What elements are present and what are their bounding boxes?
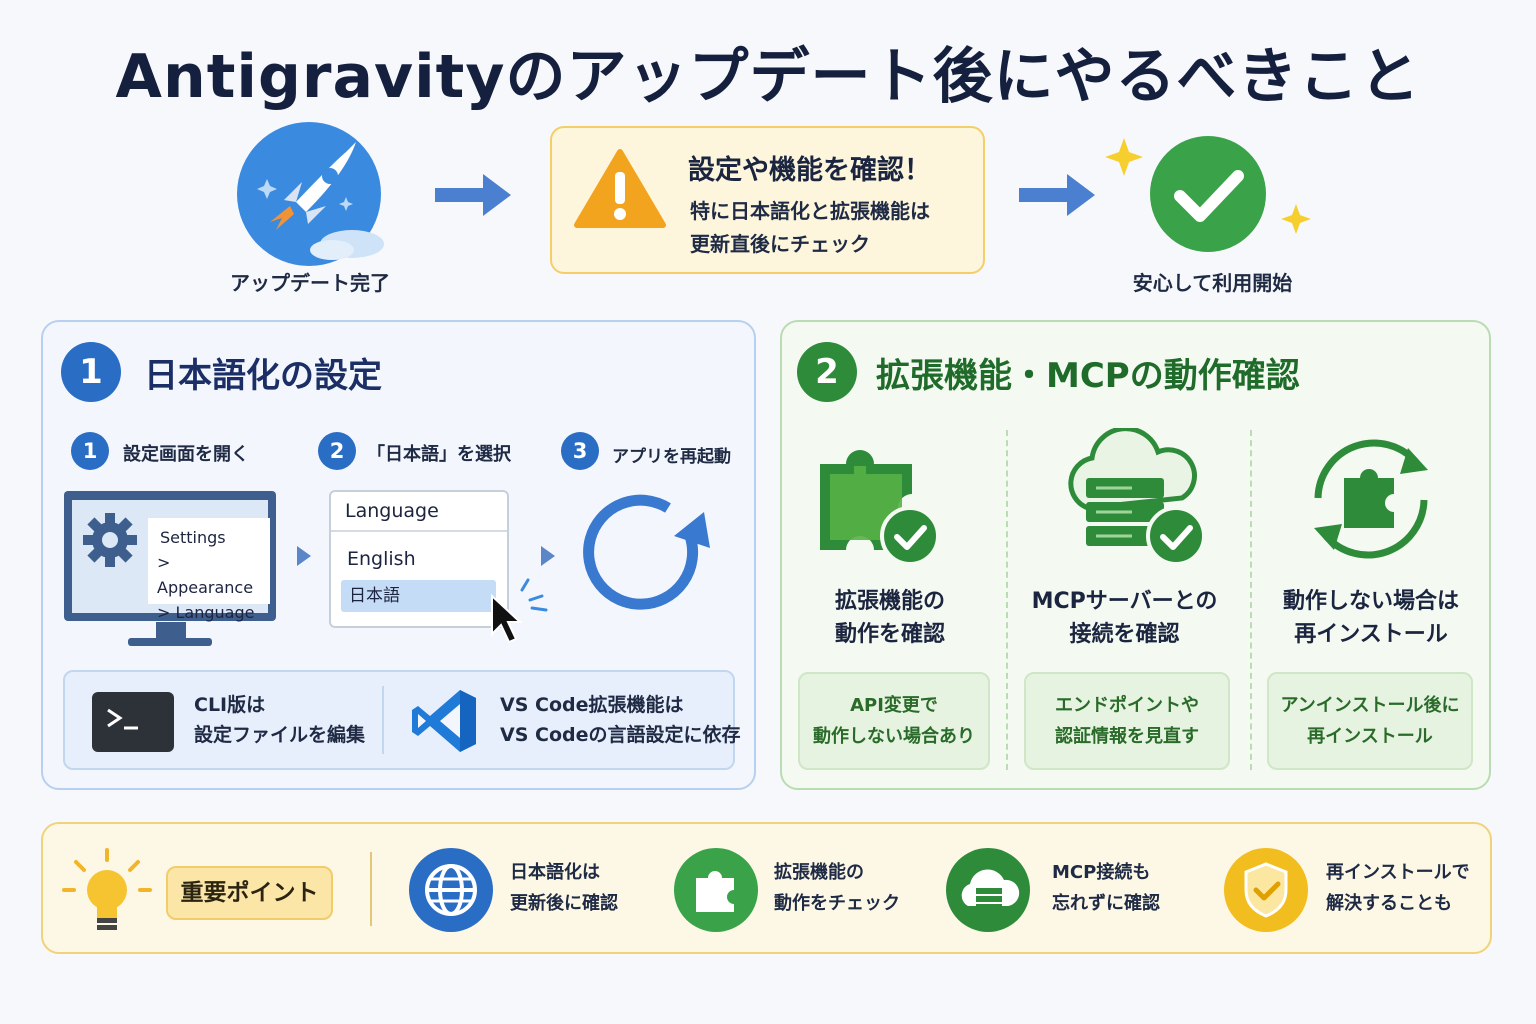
- key-point-1: 日本語化は 更新後に確認: [510, 857, 618, 919]
- feature-note-line-1: エンドポイントや: [1055, 695, 1199, 716]
- key-point-3: MCP接続も 忘れずに確認: [1052, 857, 1160, 919]
- vscode-note-line-1: VS Code拡張機能は: [500, 694, 684, 716]
- terminal-icon: [92, 692, 174, 752]
- restart-icon: [583, 494, 710, 610]
- step-number-badge: 1: [71, 432, 109, 470]
- vscode-note: VS Code拡張機能は VS Codeの言語設定に依存: [500, 690, 741, 750]
- monitor-base: [128, 638, 212, 646]
- language-option-japanese[interactable]: 日本語: [341, 580, 496, 612]
- feature-line-2: 接続を確認: [1069, 622, 1180, 647]
- divider: [382, 686, 384, 754]
- feature-line-2: 再インストール: [1294, 622, 1448, 647]
- flow-step-start-label: 安心して利用開始: [1132, 271, 1293, 295]
- key-point-line-2: 更新後に確認: [510, 893, 618, 914]
- vscode-icon: [412, 690, 476, 752]
- step-label-select-japanese: 「日本語」を選択: [367, 444, 511, 465]
- cli-note-line-1: CLI版は: [194, 694, 266, 716]
- feature-note: API変更で 動作しない場合あり: [798, 672, 990, 770]
- section-number-badge: 2: [797, 342, 857, 402]
- page-title: Antigravityのアップデート後にやるべきこと: [115, 42, 1421, 112]
- cloud-server-check-icon: [1068, 428, 1206, 566]
- lightbulb-icon: [62, 848, 152, 930]
- key-point-line-2: 動作をチェック: [774, 893, 900, 914]
- feature-note-line-2: 動作しない場合あり: [813, 726, 975, 747]
- shield-check-icon: [1224, 848, 1308, 932]
- warning-line-2: 更新直後にチェック: [690, 232, 870, 256]
- key-point-line-1: 拡張機能の: [774, 862, 864, 883]
- check-circle-icon: [1105, 136, 1311, 252]
- feature-note: アンインストール後に 再インストール: [1267, 672, 1473, 770]
- feature-note-line-1: アンインストール後に: [1280, 695, 1460, 716]
- notes-box: [63, 670, 735, 770]
- feature-note-line-1: API変更で: [850, 695, 938, 716]
- section-title: 日本語化の設定: [144, 356, 382, 396]
- key-point-line-1: 再インストールで: [1326, 862, 1470, 883]
- feature-mcp-label: MCPサーバーとの 接続を確認: [1012, 585, 1237, 651]
- cloud-server-icon: [946, 848, 1030, 932]
- key-point-line-1: MCP接続も: [1052, 862, 1151, 883]
- reinstall-puzzle-icon: [1314, 439, 1428, 559]
- warning-title: 設定や機能を確認！: [688, 155, 931, 186]
- key-point-4: 再インストールで 解決することも: [1326, 857, 1470, 919]
- arrow-right-icon: [435, 174, 511, 216]
- feature-line-1: MCPサーバーとの: [1031, 589, 1218, 614]
- key-point-line-2: 解決することも: [1326, 893, 1452, 914]
- feature-line-1: 動作しない場合は: [1282, 589, 1459, 614]
- puzzle-check-icon: [820, 450, 940, 566]
- menu-item-language: > Language: [157, 603, 255, 622]
- step-number-badge: 3: [561, 432, 599, 470]
- flow-step-update-label: アップデート完了: [230, 271, 390, 295]
- cli-note: CLI版は 設定ファイルを編集: [194, 690, 365, 750]
- step-number-badge: 2: [318, 432, 356, 470]
- menu-item-settings: Settings: [160, 528, 226, 547]
- key-point-2: 拡張機能の 動作をチェック: [774, 857, 900, 919]
- menu-item-appearance: > Appearance: [157, 553, 254, 597]
- play-arrow-icon: [297, 546, 311, 566]
- rocket-icon: [237, 122, 384, 266]
- section-title: 拡張機能・MCPの動作確認: [876, 356, 1300, 396]
- puzzle-icon: [674, 848, 758, 932]
- step-label-restart-app: アプリを再起動: [612, 447, 731, 467]
- cursor-icon: [491, 578, 548, 644]
- feature-note-line-2: 再インストール: [1307, 726, 1433, 747]
- feature-note: エンドポイントや 認証情報を見直す: [1024, 672, 1230, 770]
- key-points-badge: 重要ポイント: [166, 866, 333, 920]
- step-label-open-settings: 設定画面を開く: [123, 444, 249, 465]
- feature-line-2: 動作を確認: [834, 622, 945, 647]
- monitor-stand: [156, 622, 186, 640]
- vscode-note-line-2: VS Codeの言語設定に依存: [500, 724, 741, 746]
- cli-note-line-2: 設定ファイルを編集: [194, 724, 366, 746]
- play-arrow-icon: [541, 546, 555, 566]
- divider: [370, 852, 372, 926]
- language-option-english[interactable]: English: [347, 548, 416, 570]
- warning-icon: [574, 149, 666, 228]
- divider: [1006, 430, 1008, 770]
- language-dialog-header: Language: [345, 500, 439, 522]
- settings-menu: Settings > Appearance > Language: [148, 518, 270, 622]
- section-number-badge: 1: [61, 342, 121, 402]
- key-point-line-1: 日本語化は: [510, 862, 600, 883]
- divider: [1250, 430, 1252, 770]
- divider: [331, 530, 507, 532]
- gear-icon: [83, 513, 137, 567]
- feature-line-1: 拡張機能の: [834, 589, 945, 614]
- key-point-line-2: 忘れずに確認: [1052, 893, 1160, 914]
- feature-note-line-2: 認証情報を見直す: [1055, 726, 1199, 747]
- warning-line-1: 特に日本語化と拡張機能は: [690, 199, 930, 223]
- arrow-right-icon: [1019, 174, 1095, 216]
- feature-reinstall-label: 動作しない場合は 再インストール: [1262, 585, 1480, 651]
- globe-icon: [409, 848, 493, 932]
- feature-extensions-label: 拡張機能の 動作を確認: [790, 585, 990, 651]
